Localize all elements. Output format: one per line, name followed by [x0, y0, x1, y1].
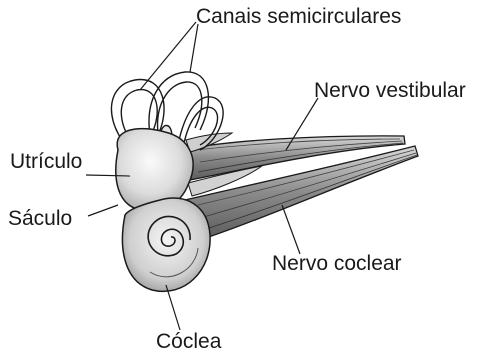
- label-saccule: Sáculo: [8, 208, 72, 229]
- leader-saccule: [88, 205, 118, 216]
- label-utricle: Utrículo: [10, 151, 82, 172]
- cochlea: [122, 198, 210, 291]
- label-vestibular-nerve: Nervo vestibular: [314, 80, 466, 101]
- label-semicircular-canals: Canais semicirculares: [196, 6, 401, 27]
- leader-cochlea: [166, 285, 180, 330]
- label-cochlear-nerve: Nervo coclear: [272, 253, 402, 274]
- leader-canais-a: [140, 22, 196, 90]
- leader-cochlear: [282, 205, 300, 254]
- leader-canais-b: [190, 24, 198, 72]
- label-cochlea: Cóclea: [156, 331, 221, 352]
